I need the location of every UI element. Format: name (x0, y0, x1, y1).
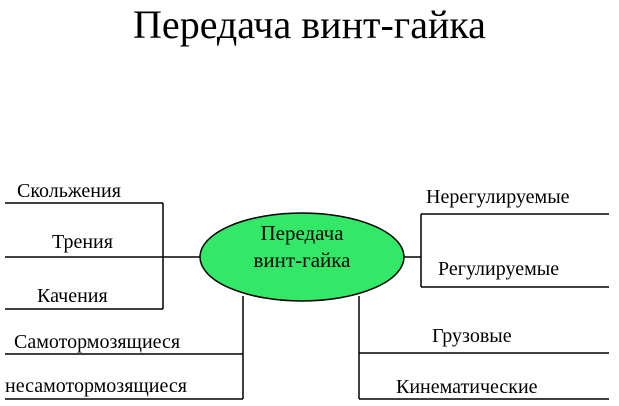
label-kinematicheskie: Кинематические (396, 376, 538, 398)
label-reguliruemye: Регулируемые (438, 258, 560, 280)
label-kacheniya: Качения (37, 285, 108, 307)
center-label-line1: Передача (260, 221, 344, 245)
center-ellipse (199, 212, 405, 302)
label-nereguliruemye: Нерегулируемые (426, 186, 570, 208)
center-label: Передача винт-гайка (200, 220, 404, 274)
label-skolzheniya: Скольжения (17, 180, 121, 202)
label-treniya: Трения (52, 231, 113, 253)
label-nesamotormozyaschiesya: несамотормозящиеся (5, 375, 187, 397)
label-samotormozyaschiesya: Самотормозящиеся (14, 331, 181, 353)
center-label-line2: винт-гайка (253, 248, 351, 272)
label-gruzovye: Грузовые (432, 325, 512, 347)
diagram-title: Передача винт-гайка (133, 2, 486, 47)
